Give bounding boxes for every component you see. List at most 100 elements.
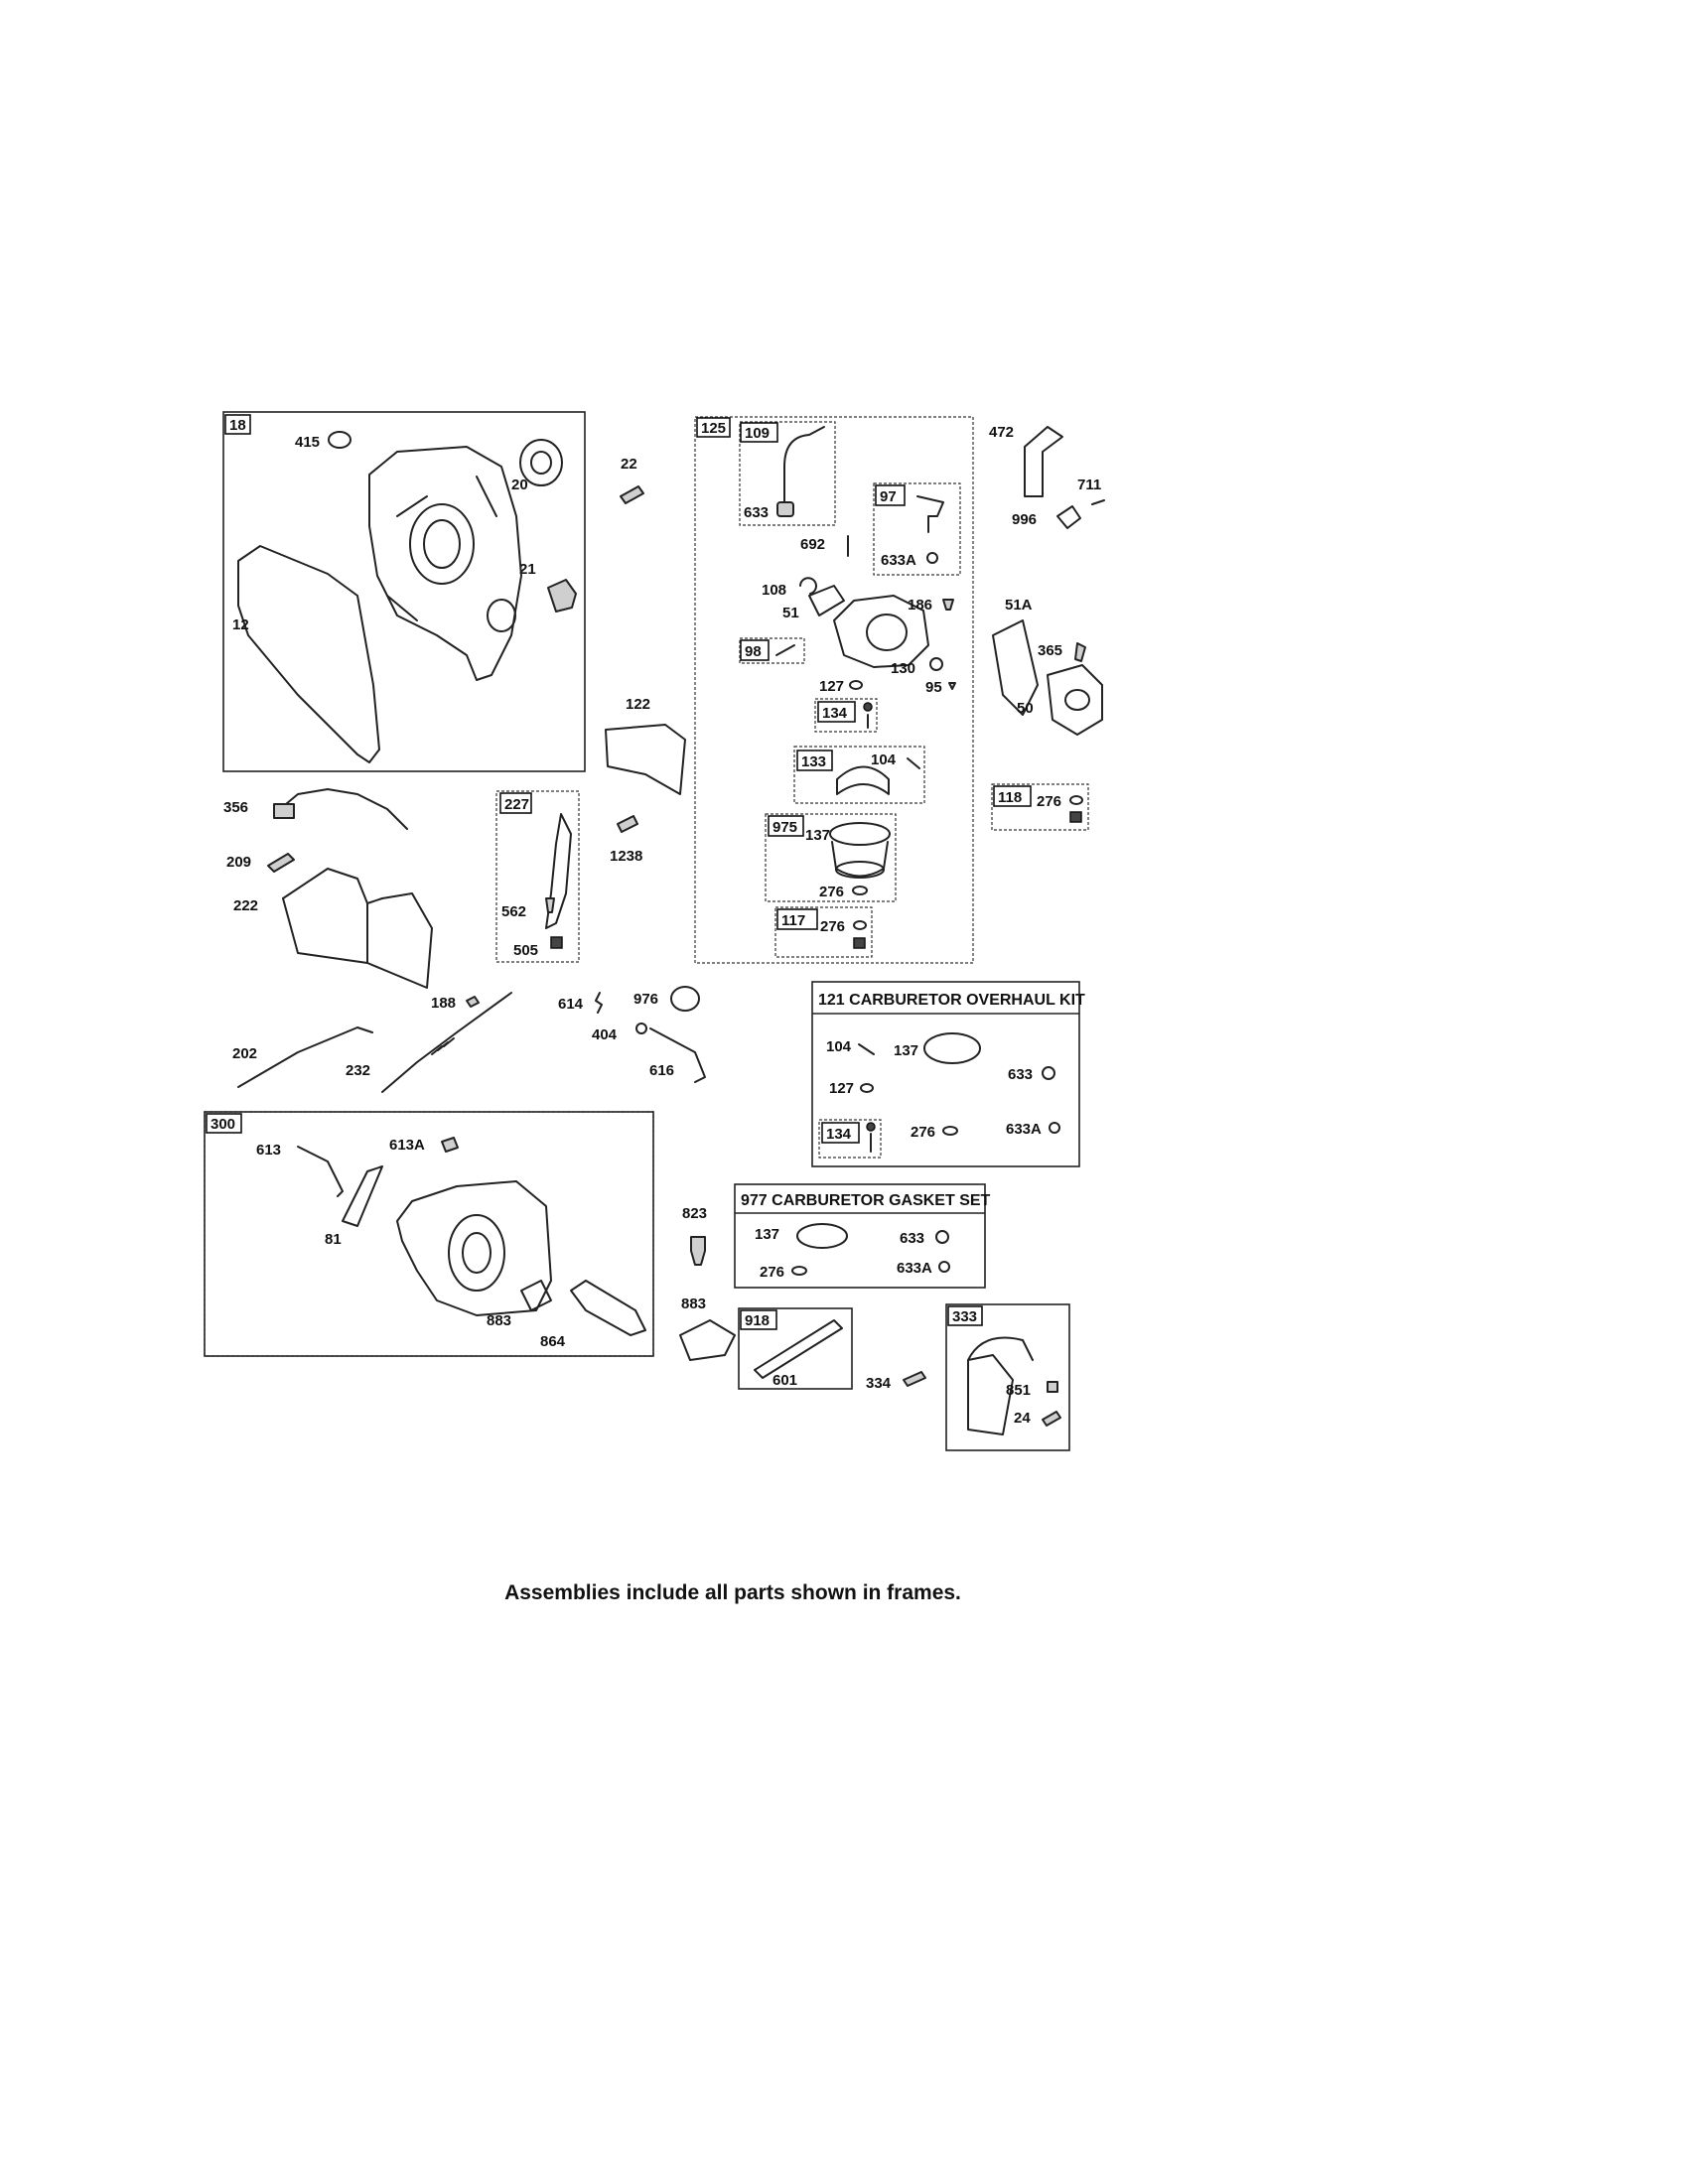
part-label-50: 50 <box>1017 700 1034 717</box>
part-label-276-d: 276 <box>911 1124 935 1141</box>
frame-tag-918: 918 <box>745 1312 770 1329</box>
part-label-633: 633 <box>744 504 769 521</box>
frame-118: 118 276 <box>991 783 1089 831</box>
overhaul-kit-title: 121 CARBURETOR OVERHAUL KIT <box>818 992 1085 1009</box>
guard-screw-part <box>297 1146 344 1197</box>
part-label-51A: 51A <box>1005 597 1033 614</box>
part-label-883-b: 883 <box>681 1296 706 1312</box>
lever-part <box>1024 426 1063 497</box>
part-label-186: 186 <box>908 597 932 614</box>
part-label-222: 222 <box>233 897 258 914</box>
part-label-613: 613 <box>256 1142 281 1159</box>
frame-tag-975: 975 <box>772 819 797 836</box>
part-label-633A-b: 633A <box>1006 1121 1042 1138</box>
frame-333: 333 851 24 <box>945 1303 1070 1451</box>
part-label-616: 616 <box>649 1062 674 1079</box>
tube-part <box>754 1319 843 1379</box>
part-label-276-e: 276 <box>760 1264 784 1281</box>
part-label-137-b: 137 <box>894 1042 918 1059</box>
deflector-part <box>342 1165 383 1227</box>
part-label-562: 562 <box>501 903 526 920</box>
part-label-104: 104 <box>871 751 897 768</box>
part-label-864: 864 <box>540 1333 566 1350</box>
part-label-81: 81 <box>325 1231 342 1248</box>
frame-tag-134-b: 134 <box>826 1126 852 1143</box>
part-label-614: 614 <box>558 996 584 1013</box>
ignition-coil-part <box>967 1354 1014 1435</box>
frame-tag-125: 125 <box>701 420 726 437</box>
frame-18: 18 415 20 21 12 <box>222 411 586 772</box>
assemblies-note-text: Assemblies include all parts shown in fr… <box>504 1581 961 1604</box>
part-label-692: 692 <box>800 536 825 553</box>
frame-tag-117: 117 <box>781 912 805 929</box>
plug-part <box>690 1236 706 1266</box>
part-label-202: 202 <box>232 1045 257 1062</box>
part-label-95: 95 <box>925 679 942 696</box>
assemblies-note: Assemblies include all parts shown in fr… <box>0 1581 1684 1605</box>
gasket-part <box>237 545 380 763</box>
part-label-276: 276 <box>819 884 844 900</box>
frame-tag-300: 300 <box>210 1116 235 1133</box>
exhaust-pipe-part <box>570 1280 646 1336</box>
clip-part <box>799 577 817 595</box>
frame-tag-97: 97 <box>880 488 897 505</box>
part-label-472: 472 <box>989 424 1014 441</box>
shield-part <box>605 724 686 795</box>
exhaust-gasket-part <box>679 1319 736 1361</box>
part-label-505: 505 <box>513 942 538 959</box>
valve-part <box>916 495 944 533</box>
muffler-part <box>396 1180 552 1316</box>
gasket-set-frame: 977 CARBURETOR GASKET SET 137 633 276 63… <box>734 1183 991 1289</box>
part-label-20: 20 <box>511 477 528 493</box>
part-label-51: 51 <box>782 605 799 621</box>
part-label-613A: 613A <box>389 1137 425 1154</box>
part-label-12: 12 <box>232 616 249 633</box>
part-label-104-b: 104 <box>826 1038 852 1055</box>
frame-tag-18: 18 <box>229 417 246 434</box>
part-label-127-b: 127 <box>829 1080 854 1097</box>
part-label-711: 711 <box>1077 477 1101 493</box>
part-label-633-b: 633 <box>1008 1066 1033 1083</box>
part-label-601: 601 <box>772 1372 797 1389</box>
part-label-130: 130 <box>891 660 915 677</box>
part-label-883: 883 <box>487 1312 511 1329</box>
part-label-21: 21 <box>519 561 536 578</box>
part-label-365: 365 <box>1038 642 1062 659</box>
part-label-851: 851 <box>1006 1382 1031 1399</box>
frame-tag-118: 118 <box>998 789 1022 806</box>
part-label-209: 209 <box>226 854 251 871</box>
part-label-127: 127 <box>819 678 844 695</box>
link-part <box>237 1026 373 1088</box>
frame-tag-98: 98 <box>745 643 762 660</box>
part-label-137-c: 137 <box>755 1226 779 1243</box>
part-label-823: 823 <box>682 1205 707 1222</box>
bracket-part <box>282 868 433 989</box>
float-part <box>836 765 890 795</box>
cap-part <box>328 431 351 449</box>
part-label-22: 22 <box>621 456 637 473</box>
part-label-276-c: 276 <box>1037 793 1061 810</box>
bushing-part <box>547 579 577 613</box>
spring-part <box>381 992 512 1093</box>
seal-part <box>519 439 563 486</box>
part-label-996: 996 <box>1012 511 1037 528</box>
intake-manifold-part <box>1047 664 1103 736</box>
part-label-633-c: 633 <box>900 1230 924 1247</box>
frame-300: 300 613 613A 81 883 864 <box>204 1111 654 1357</box>
gasket-set-title: 977 CARBURETOR GASKET SET <box>741 1192 991 1209</box>
frame-tag-227: 227 <box>504 796 529 813</box>
part-label-188: 188 <box>431 995 456 1012</box>
part-label-976: 976 <box>633 991 658 1008</box>
overhaul-kit-frame: 121 CARBURETOR OVERHAUL KIT 104 137 633 … <box>811 981 1085 1167</box>
frame-227: 227 562 505 <box>495 790 580 963</box>
part-label-108: 108 <box>762 582 786 599</box>
frame-918: 918 601 <box>738 1307 853 1390</box>
carb-gasket-part <box>808 585 845 616</box>
bowl-ring-part <box>829 822 891 846</box>
part-label-232: 232 <box>346 1062 370 1079</box>
part-label-1238: 1238 <box>610 848 642 865</box>
frame-tag-109: 109 <box>745 425 770 442</box>
carburetor-part <box>833 595 929 668</box>
part-label-276-b: 276 <box>820 918 845 935</box>
screw-part <box>620 485 644 504</box>
